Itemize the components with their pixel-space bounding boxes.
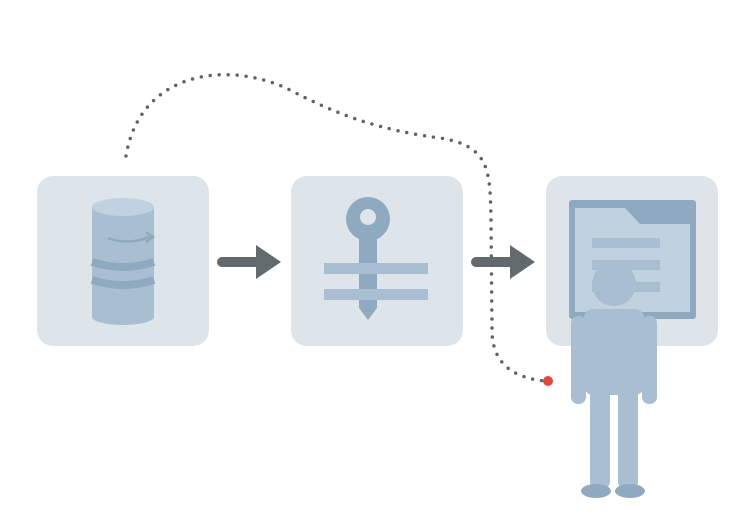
document-folder-icon bbox=[569, 200, 696, 319]
arrow-key-to-document bbox=[471, 245, 535, 279]
arrow-database-to-key bbox=[217, 245, 281, 279]
person-icon bbox=[571, 262, 657, 498]
connector-endpoint bbox=[543, 376, 553, 386]
database-icon bbox=[90, 198, 156, 325]
key-icon bbox=[324, 197, 428, 320]
dotted-connector bbox=[124, 72, 547, 383]
key-node bbox=[291, 176, 463, 346]
database-node bbox=[37, 176, 209, 346]
